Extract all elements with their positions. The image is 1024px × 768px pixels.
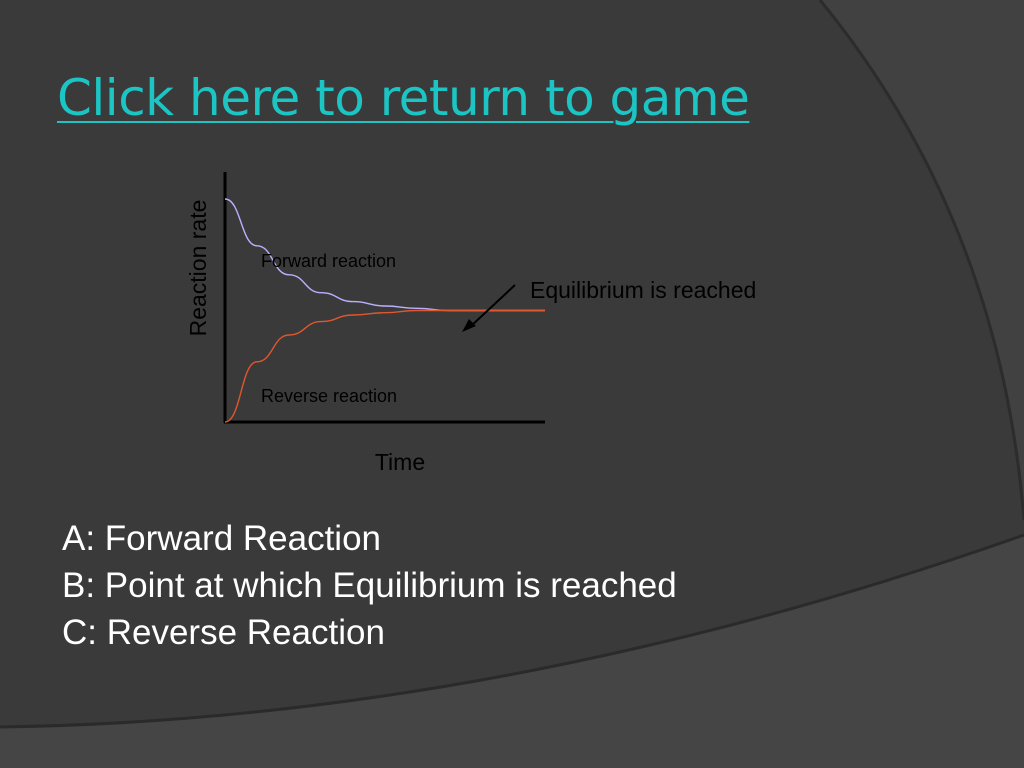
forward-reaction-label: Forward reaction — [261, 251, 396, 271]
equilibrium-arrow-line — [469, 284, 516, 328]
equilibrium-annotation-label: Equilibrium is reached — [530, 277, 756, 303]
answer-b: B: Point at which Equilibrium is reached — [62, 566, 677, 605]
answer-a: A: Forward Reaction — [62, 519, 382, 558]
return-to-game-link[interactable]: Click here to return to game — [57, 69, 750, 127]
chart-series — [224, 198, 545, 423]
reverse-reaction-label: Reverse reaction — [261, 386, 397, 406]
equilibrium-arrow-head — [462, 319, 476, 332]
x-axis-label: Time — [375, 449, 425, 475]
answer-c: C: Reverse Reaction — [62, 613, 385, 652]
chart-plot-background — [185, 165, 805, 475]
reverse-reaction-line — [224, 309, 545, 423]
y-axis-label: Reaction rate — [185, 200, 211, 337]
answer-list: A: Forward Reaction B: Point at which Eq… — [62, 515, 677, 656]
